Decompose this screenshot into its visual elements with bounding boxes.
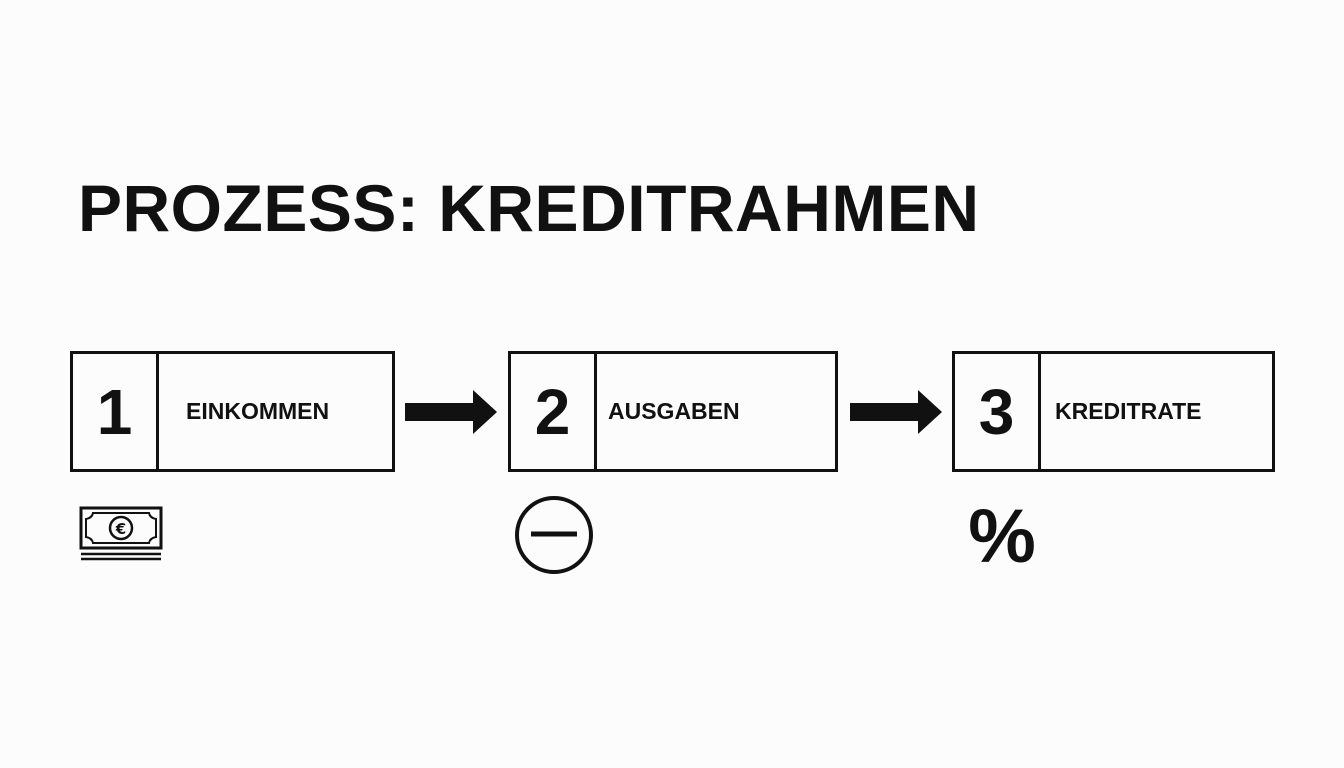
step-box-einkommen: 1 EINKOMMEN [70, 351, 395, 472]
diagram-title: PROZESS: KREDITRAHMEN [78, 171, 980, 245]
step-label: EINKOMMEN [186, 398, 330, 424]
step-number: 3 [955, 354, 1041, 469]
step-label: AUSGABEN [608, 398, 740, 424]
minus-circle-icon [515, 496, 593, 574]
step-box-kreditrate: 3 KREDITRATE [952, 351, 1275, 472]
step-box-ausgaben: 2 AUSGABEN [508, 351, 838, 472]
percent-icon: % [968, 494, 1036, 579]
arrow-right-icon [405, 390, 497, 434]
step-number: 2 [511, 354, 597, 469]
money-euro-icon: € [79, 506, 163, 561]
step-number: 1 [73, 354, 159, 469]
arrow-right-icon [850, 390, 942, 434]
svg-text:€: € [115, 520, 126, 538]
step-label: KREDITRATE [1055, 398, 1202, 424]
